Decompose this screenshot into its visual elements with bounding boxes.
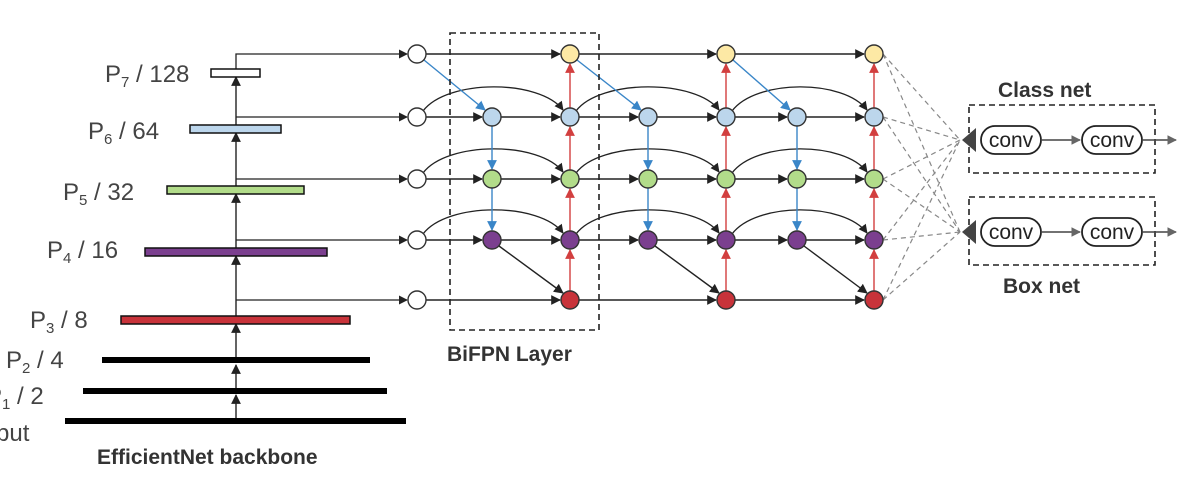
out-node-p5-0 xyxy=(560,169,580,189)
level-label-p4: P4 / 16 xyxy=(47,237,118,267)
bifpn-feature-nodes xyxy=(407,44,884,310)
td-node-p4-1 xyxy=(638,230,658,250)
box-net-conv-1-label: conv xyxy=(989,221,1034,244)
td-node-p6-1 xyxy=(638,107,658,127)
class-net-conv-2-label: conv xyxy=(1090,129,1135,152)
td-node-p5-2 xyxy=(787,169,807,189)
backbone-bar-p4 xyxy=(144,247,328,257)
level-label-p6: P6 / 64 xyxy=(88,118,159,148)
input-node-p4 xyxy=(407,230,427,250)
class-net-label: Class net xyxy=(998,79,1091,102)
level-label-p3: P3 / 8 xyxy=(30,307,88,337)
backbone-bar-p7 xyxy=(210,68,261,78)
td-node-p5-1 xyxy=(638,169,658,189)
td-node-p4-0 xyxy=(482,230,502,250)
input-node-p3 xyxy=(407,290,427,310)
out-node-p7-2 xyxy=(864,44,884,64)
out-node-p4-1 xyxy=(716,230,736,250)
td-node-p5-0 xyxy=(482,169,502,189)
skip-p6-0 xyxy=(422,86,564,112)
level-label-p2: P2 / 4 xyxy=(6,347,64,377)
backbone-bar-p6 xyxy=(189,124,282,134)
box-net-merge-icon xyxy=(962,220,976,244)
td-p7-p6-1 xyxy=(576,59,642,111)
backbone-lateral-p7 xyxy=(235,49,408,70)
backbone-bar-p1 xyxy=(83,388,387,394)
box-net-conv-2-label: conv xyxy=(1090,221,1135,244)
out-node-p6-0 xyxy=(560,107,580,127)
connection-edges xyxy=(231,49,961,421)
level-label-p5: P5 / 32 xyxy=(63,179,134,209)
out-node-p4-0 xyxy=(560,230,580,250)
td-p7-p6-2 xyxy=(732,59,791,111)
skip-p4-0 xyxy=(422,209,564,235)
level-label-p7: P7 / 128 xyxy=(105,61,189,91)
out-node-p3-0 xyxy=(560,290,580,310)
out-node-p3-1 xyxy=(716,290,736,310)
out-node-p7-0 xyxy=(560,44,580,64)
backbone-level-labels: P7 / 128 P6 / 64 P5 / 32 P4 / 16 P3 / 8 … xyxy=(0,61,189,447)
backbone-bar-p3 xyxy=(120,315,351,325)
out-node-p5-1 xyxy=(716,169,736,189)
head-link-p6-0 xyxy=(882,116,961,141)
out-node-p6-2 xyxy=(864,107,884,127)
box-net-label: Box net xyxy=(1003,275,1080,298)
td-p4-p3-2 xyxy=(803,245,868,294)
backbone-title: EfficientNet backbone xyxy=(97,446,318,469)
head-link-p4-1 xyxy=(882,231,961,241)
head-link-p7-0 xyxy=(882,53,961,141)
head-link-p5-0 xyxy=(882,139,961,180)
head-link-p5-1 xyxy=(882,178,961,233)
bifpn-layer-box xyxy=(449,32,600,331)
head-link-p6-1 xyxy=(882,116,961,233)
level-label-input: Input xyxy=(0,420,30,447)
out-node-p5-2 xyxy=(864,169,884,189)
td-p4-p3-0 xyxy=(498,245,564,294)
out-node-p6-1 xyxy=(716,107,736,127)
bifpn-layer-label: BiFPN Layer xyxy=(447,343,572,366)
backbone-bar-p2 xyxy=(102,357,370,363)
out-node-p7-1 xyxy=(716,44,736,64)
backbone-bar-p5 xyxy=(166,185,305,195)
skip-p4-2 xyxy=(731,209,868,235)
td-node-p4-2 xyxy=(787,230,807,250)
td-p4-p3-1 xyxy=(654,245,720,294)
input-node-p5 xyxy=(407,169,427,189)
input-node-p7 xyxy=(407,44,427,64)
backbone-feature-bars xyxy=(65,68,406,424)
td-node-p6-0 xyxy=(482,107,502,127)
skip-p6-2 xyxy=(731,86,868,112)
td-p7-p6-0 xyxy=(423,59,486,111)
input-node-p6 xyxy=(407,107,427,127)
out-node-p4-2 xyxy=(864,230,884,250)
skip-p5-2 xyxy=(731,148,868,174)
head-link-p4-0 xyxy=(882,139,961,241)
skip-p5-0 xyxy=(422,148,564,174)
head-link-p3-0 xyxy=(882,139,961,301)
backbone-bar-input xyxy=(65,418,406,424)
skip-p6-1 xyxy=(575,86,720,112)
head-link-p3-1 xyxy=(882,231,961,301)
out-node-p3-2 xyxy=(864,290,884,310)
class-net-conv-1-label: conv xyxy=(989,129,1034,152)
class-net-merge-icon xyxy=(962,128,976,152)
level-label-p1: P1 / 2 xyxy=(0,383,44,413)
td-node-p6-2 xyxy=(787,107,807,127)
